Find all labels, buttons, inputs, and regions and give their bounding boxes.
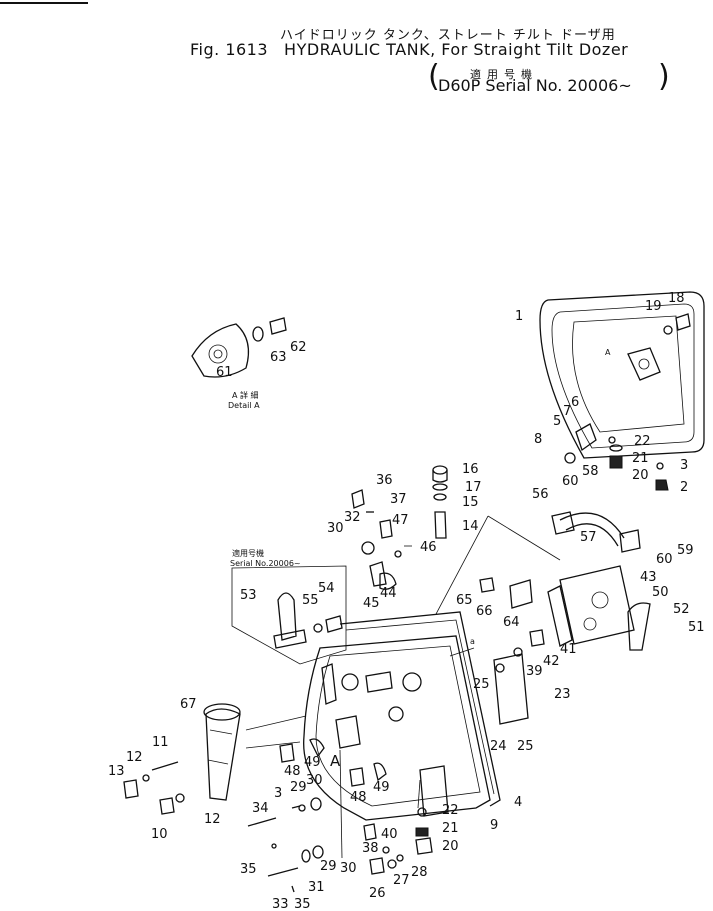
callout-26: 26 xyxy=(369,886,386,901)
callout-15: 15 xyxy=(462,495,479,510)
callout-57: 57 xyxy=(580,530,597,545)
callout-2: 2 xyxy=(680,480,688,495)
callout-53: 53 xyxy=(240,588,257,603)
callout-61: 61 xyxy=(216,365,233,380)
callout-37: 37 xyxy=(390,492,407,507)
callout-8: 8 xyxy=(534,432,542,447)
callout-11: 11 xyxy=(152,735,169,750)
callout-20b: 20 xyxy=(442,839,459,854)
callout-5: 5 xyxy=(553,414,561,429)
callout-49: 49 xyxy=(304,755,321,770)
callout-14: 14 xyxy=(462,519,479,534)
callout-58: 58 xyxy=(582,464,599,479)
callout-22b: 22 xyxy=(442,803,459,818)
callout-64: 64 xyxy=(503,615,520,630)
callout-30: 30 xyxy=(327,521,344,536)
top-rule xyxy=(0,2,88,4)
callout-60: 60 xyxy=(562,474,579,489)
detail-a-en: Detail A xyxy=(228,401,260,410)
callout-4: 4 xyxy=(514,795,522,810)
callout-25b: 25 xyxy=(517,739,534,754)
callout-49b: 49 xyxy=(373,780,390,795)
callout-29b: 29 xyxy=(320,859,337,874)
callout-45: 45 xyxy=(363,596,380,611)
callout-24: 24 xyxy=(490,739,507,754)
callout-44: 44 xyxy=(380,586,397,601)
callout-66: 66 xyxy=(476,604,493,619)
callout-9: 9 xyxy=(490,818,498,833)
callout-27: 27 xyxy=(393,873,410,888)
callout-23: 23 xyxy=(554,687,571,702)
callout-55: 55 xyxy=(302,593,319,608)
title-japanese: ハイドロリック タンク、ストレート チルト ドーザ用 xyxy=(280,28,616,43)
callout-43: 43 xyxy=(640,570,657,585)
callout-36: 36 xyxy=(376,473,393,488)
callout-3b: 3 xyxy=(274,786,282,801)
callout-38: 38 xyxy=(362,841,379,856)
view-arrow-a-cover: A xyxy=(605,348,611,357)
callout-12b: 12 xyxy=(204,812,221,827)
callout-21: 21 xyxy=(632,451,649,466)
callout-18: 18 xyxy=(668,291,685,306)
callout-34: 34 xyxy=(252,801,269,816)
callout-59: 59 xyxy=(677,543,694,558)
callout-33: 33 xyxy=(272,897,289,911)
callout-52: 52 xyxy=(673,602,690,617)
paren-right: ) xyxy=(658,59,670,94)
callout-25: 25 xyxy=(473,677,490,692)
callout-54: 54 xyxy=(318,581,335,596)
callout-32: 32 xyxy=(344,510,361,525)
callout-3: 3 xyxy=(680,458,688,473)
callout-41: 41 xyxy=(560,642,577,657)
callout-29: 29 xyxy=(290,780,307,795)
callout-51: 51 xyxy=(688,620,705,635)
callout-22: 22 xyxy=(634,434,651,449)
callout-6: 6 xyxy=(571,395,579,410)
paren-left: ( xyxy=(428,59,440,94)
callout-30c: 30 xyxy=(340,861,357,876)
callout-16: 16 xyxy=(462,462,479,477)
callout-10: 10 xyxy=(151,827,168,842)
callout-50: 50 xyxy=(652,585,669,600)
serial-japanese: 適用号機 xyxy=(470,68,538,81)
view-arrow-a: A xyxy=(330,752,341,770)
callout-17: 17 xyxy=(465,480,482,495)
figure-caption: HYDRAULIC TANK, For Straight Tilt Dozer xyxy=(284,40,629,59)
callout-56: 56 xyxy=(532,487,549,502)
callout-1: 1 xyxy=(515,309,523,324)
detail-a-jp: A 詳 細 xyxy=(232,390,259,400)
callout-67: 67 xyxy=(180,697,197,712)
callout-12: 12 xyxy=(126,750,143,765)
callout-31: 31 xyxy=(308,880,325,895)
serial-note-jp: 適用号機 xyxy=(232,548,264,558)
serial-range: D60P Serial No. 20006~ xyxy=(438,76,632,95)
callout-40: 40 xyxy=(381,827,398,842)
callout-46: 46 xyxy=(420,540,437,555)
serial-note-en: Serial No.20006~ xyxy=(230,559,301,568)
callout-48b: 48 xyxy=(350,790,367,805)
callout-47: 47 xyxy=(392,513,409,528)
callout-42: 42 xyxy=(543,654,560,669)
callout-63: 63 xyxy=(270,350,287,365)
callout-19: 19 xyxy=(645,299,662,314)
callout-39: 39 xyxy=(526,664,543,679)
callout-65: 65 xyxy=(456,593,473,608)
diagram-linework xyxy=(123,291,705,893)
callout-35b: 35 xyxy=(294,897,311,911)
callout-48: 48 xyxy=(284,764,301,779)
callout-35: 35 xyxy=(240,862,257,877)
callout-20: 20 xyxy=(632,468,649,483)
callout-21b: 21 xyxy=(442,821,459,836)
callout-30b: 30 xyxy=(306,773,323,788)
callout-60b: 60 xyxy=(656,552,673,567)
callout-28: 28 xyxy=(411,865,428,880)
callout-13: 13 xyxy=(108,764,125,779)
figure-number: Fig. 1613 xyxy=(190,40,269,59)
view-label-a: a xyxy=(470,637,475,646)
callout-7: 7 xyxy=(563,404,571,419)
callout-62: 62 xyxy=(290,340,307,355)
figure-title: Fig. 1613 HYDRAULIC TANK, For Straight Ti… xyxy=(190,40,628,59)
